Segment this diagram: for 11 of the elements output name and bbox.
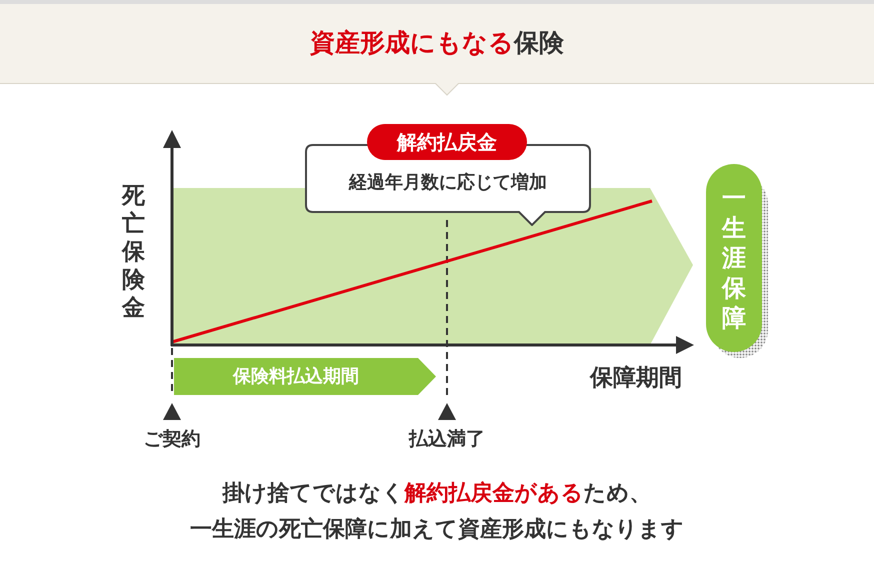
callout-badge: 解約払戻金 <box>367 124 527 160</box>
point-label: 払込満了 <box>408 427 486 452</box>
lifetime-pill: 一生涯保障 <box>706 164 762 352</box>
callout-bubble <box>305 124 591 226</box>
caption: 掛け捨てではなく解約払戻金があるため、一生涯の死亡保障に加えて資産形成にもなります <box>189 480 685 544</box>
axis-label: 死亡保険金 <box>122 182 145 322</box>
title: 資産形成にもなる保険 <box>309 27 565 59</box>
axis-label: 保障期間 <box>590 364 682 393</box>
callout-text: 経過年月数に応じて増加 <box>348 171 548 195</box>
period-band: 保険料払込期間 <box>174 358 436 395</box>
point-label: ご契約 <box>142 427 202 452</box>
